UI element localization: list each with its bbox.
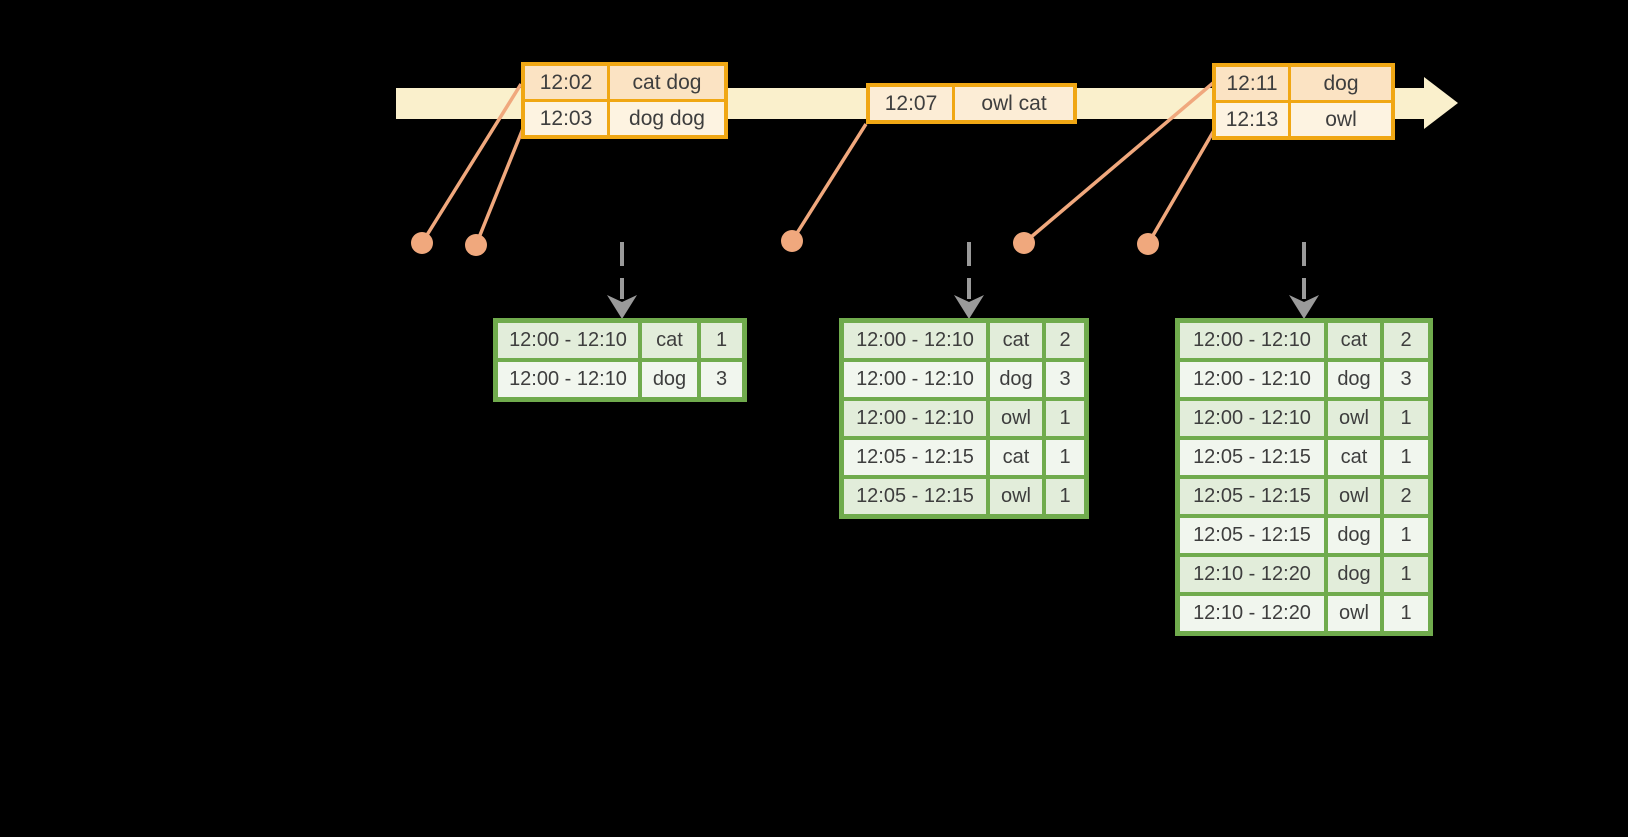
window-cell: 12:00 - 12:10 (844, 362, 986, 397)
event-dot-icon (465, 234, 487, 256)
event-dot-icon (1013, 232, 1035, 254)
event-words-cell: dog (1291, 67, 1391, 100)
result-table-2: 12:00 - 12:10 cat 2 12:00 - 12:10 dog 3 … (839, 318, 1089, 519)
word-cell: cat (1328, 323, 1380, 358)
event-dot-icon (781, 230, 803, 252)
table-row: 12:00 - 12:10 dog 3 (498, 362, 742, 397)
table-row: 12:05 - 12:15 cat 1 (844, 440, 1084, 475)
window-cell: 12:00 - 12:10 (1180, 401, 1324, 436)
word-cell: cat (990, 440, 1042, 475)
count-cell: 2 (1384, 479, 1428, 514)
event-box-3: 12:11 dog 12:13 owl (1212, 63, 1395, 140)
table-row: 12:05 - 12:15 owl 1 (844, 479, 1084, 514)
word-cell: owl (1328, 401, 1380, 436)
count-cell: 2 (1046, 323, 1084, 358)
timeline-arrowhead-icon (1424, 77, 1458, 129)
result-table-1: 12:00 - 12:10 cat 1 12:00 - 12:10 dog 3 (493, 318, 747, 402)
event-words-cell: owl (1291, 103, 1391, 136)
event-dot-icon (1137, 233, 1159, 255)
window-cell: 12:00 - 12:10 (844, 323, 986, 358)
result-table-3: 12:00 - 12:10 cat 2 12:00 - 12:10 dog 3 … (1175, 318, 1433, 636)
word-cell: owl (990, 401, 1042, 436)
event-dot-icon (411, 232, 433, 254)
window-cell: 12:05 - 12:15 (1180, 518, 1324, 553)
count-cell: 3 (1046, 362, 1084, 397)
event-connector-line (1022, 81, 1215, 245)
count-cell: 1 (701, 323, 742, 358)
word-cell: dog (642, 362, 697, 397)
word-cell: cat (642, 323, 697, 358)
window-cell: 12:05 - 12:15 (844, 440, 986, 475)
count-cell: 1 (1046, 440, 1084, 475)
word-cell: dog (990, 362, 1042, 397)
table-row: 12:10 - 12:20 dog 1 (1180, 557, 1428, 592)
word-cell: cat (990, 323, 1042, 358)
trigger-arrowhead-icon (1289, 295, 1319, 319)
window-cell: 12:00 - 12:10 (1180, 362, 1324, 397)
table-row: 12:00 - 12:10 owl 1 (844, 401, 1084, 436)
word-cell: owl (1328, 479, 1380, 514)
table-row: 12:10 - 12:20 owl 1 (1180, 596, 1428, 631)
count-cell: 3 (1384, 362, 1428, 397)
word-cell: cat (1328, 440, 1380, 475)
word-cell: owl (990, 479, 1042, 514)
event-connector-line (790, 123, 868, 242)
window-cell: 12:00 - 12:10 (844, 401, 986, 436)
count-cell: 1 (1384, 440, 1428, 475)
window-cell: 12:00 - 12:10 (498, 323, 638, 358)
table-row: 12:05 - 12:15 cat 1 (1180, 440, 1428, 475)
count-cell: 1 (1046, 401, 1084, 436)
window-cell: 12:05 - 12:15 (844, 479, 986, 514)
count-cell: 1 (1384, 557, 1428, 592)
count-cell: 2 (1384, 323, 1428, 358)
table-row: 12:05 - 12:15 owl 2 (1180, 479, 1428, 514)
count-cell: 3 (701, 362, 742, 397)
window-cell: 12:05 - 12:15 (1180, 479, 1324, 514)
event-words-cell: dog dog (610, 102, 724, 135)
count-cell: 1 (1046, 479, 1084, 514)
table-row: 12:00 - 12:10 cat 2 (844, 323, 1084, 358)
event-words-cell: owl cat (955, 87, 1073, 120)
table-row: 12:00 - 12:10 dog 3 (844, 362, 1084, 397)
count-cell: 1 (1384, 518, 1428, 553)
table-row: 12:00 - 12:10 dog 3 (1180, 362, 1428, 397)
window-cell: 12:10 - 12:20 (1180, 557, 1324, 592)
word-cell: dog (1328, 518, 1380, 553)
table-row: 12:00 - 12:10 owl 1 (1180, 401, 1428, 436)
word-cell: dog (1328, 557, 1380, 592)
word-cell: owl (1328, 596, 1380, 631)
window-cell: 12:05 - 12:15 (1180, 440, 1324, 475)
event-words-cell: cat dog (610, 66, 724, 99)
event-time-cell: 12:03 (525, 102, 607, 135)
event-box-2: 12:07 owl cat (866, 83, 1077, 124)
event-time-cell: 12:13 (1216, 103, 1288, 136)
event-time-cell: 12:02 (525, 66, 607, 99)
window-cell: 12:00 - 12:10 (1180, 323, 1324, 358)
window-cell: 12:00 - 12:10 (498, 362, 638, 397)
word-cell: dog (1328, 362, 1380, 397)
trigger-arrowhead-icon (954, 295, 984, 319)
trigger-arrowhead-icon (607, 295, 637, 319)
event-connector-line (1146, 126, 1218, 245)
table-row: 12:00 - 12:10 cat 2 (1180, 323, 1428, 358)
count-cell: 1 (1384, 596, 1428, 631)
event-connector-line (474, 125, 526, 246)
event-time-cell: 12:07 (870, 87, 952, 120)
event-box-1: 12:02 cat dog 12:03 dog dog (521, 62, 728, 139)
count-cell: 1 (1384, 401, 1428, 436)
table-row: 12:00 - 12:10 cat 1 (498, 323, 742, 358)
event-time-cell: 12:11 (1216, 67, 1288, 100)
event-connector-line (420, 83, 523, 244)
window-cell: 12:10 - 12:20 (1180, 596, 1324, 631)
table-row: 12:05 - 12:15 dog 1 (1180, 518, 1428, 553)
